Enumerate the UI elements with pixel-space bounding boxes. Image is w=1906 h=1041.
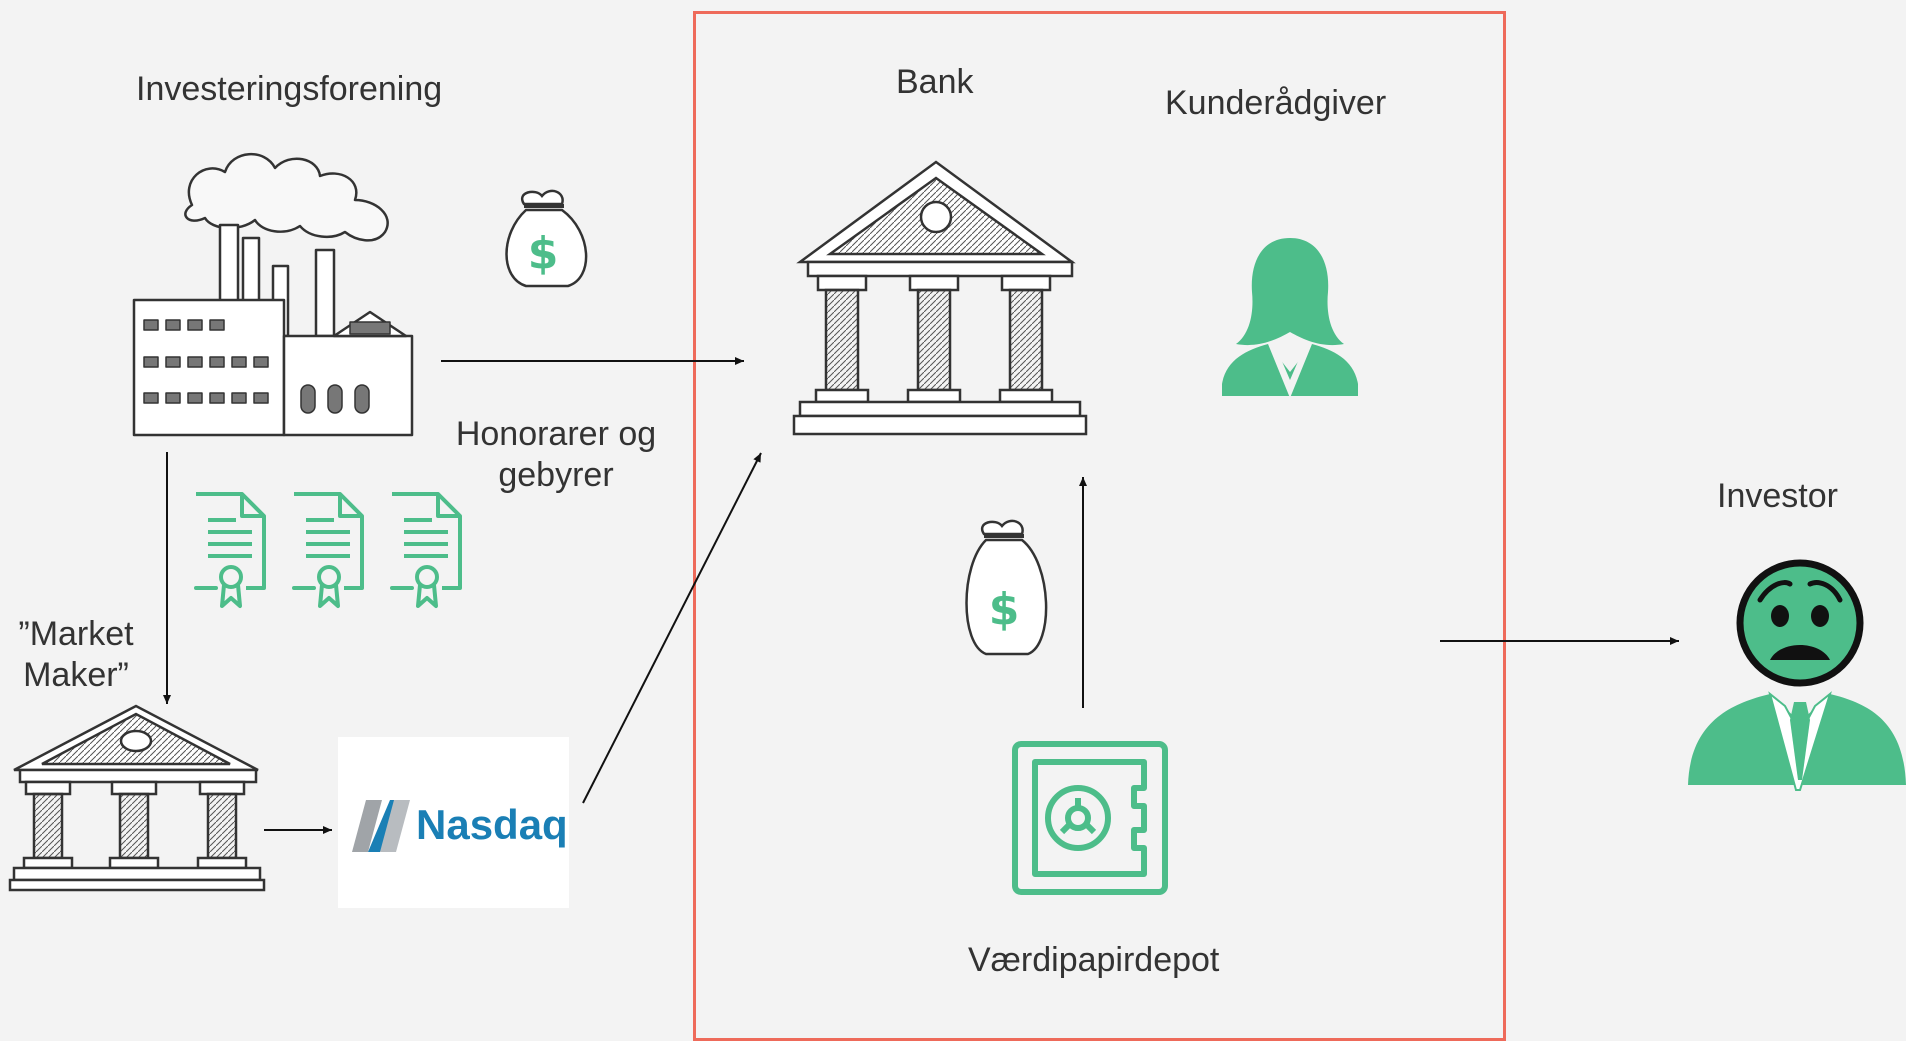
bank-building-icon (792, 160, 1088, 436)
svg-text:$: $ (528, 228, 559, 279)
diagram-canvas: Investeringsforening Bank Kunderådgiver … (8, 11, 1906, 1041)
arrow-nasdaq-to-bank (582, 452, 762, 804)
fees-label-line2: gebyrer (498, 456, 614, 495)
money-bag-icon: $ (965, 519, 1048, 656)
certificate-icon (390, 492, 462, 608)
female-advisor-icon (1222, 238, 1358, 398)
market-maker-label-line1: ”Market (18, 615, 134, 653)
fees-label: Honorarer og gebyrer (450, 414, 662, 497)
flow-arrows (163, 357, 1679, 834)
safe-icon (1012, 741, 1168, 895)
bank-label: Bank (896, 63, 974, 101)
market-maker-label: ”Market Maker” (8, 614, 144, 697)
diagram-graphics: $ (8, 152, 1906, 895)
certificate-icon (194, 492, 266, 608)
fees-label-line1: Honorarer og (455, 415, 657, 453)
advisor-label: Kunderådgiver (1165, 84, 1387, 122)
money-bag-icon: $ (505, 189, 588, 288)
nasdaq-logo-card (338, 737, 569, 908)
svg-text:$: $ (989, 584, 1020, 635)
certificate-icons (194, 492, 462, 608)
nasdaq-logo-icon: Nasdaq (352, 800, 568, 852)
certificate-icon (292, 492, 364, 608)
investor-label: Investor (1717, 477, 1838, 515)
market-maker-label-line2: Maker” (23, 656, 129, 695)
factory-icon (132, 152, 414, 437)
fund-label: Investeringsforening (136, 70, 443, 108)
market-maker-bank-icon (8, 704, 266, 892)
nasdaq-wordmark: Nasdaq (416, 801, 568, 848)
sad-investor-icon (1688, 559, 1906, 791)
depot-label: Værdipapirdepot (968, 941, 1220, 979)
